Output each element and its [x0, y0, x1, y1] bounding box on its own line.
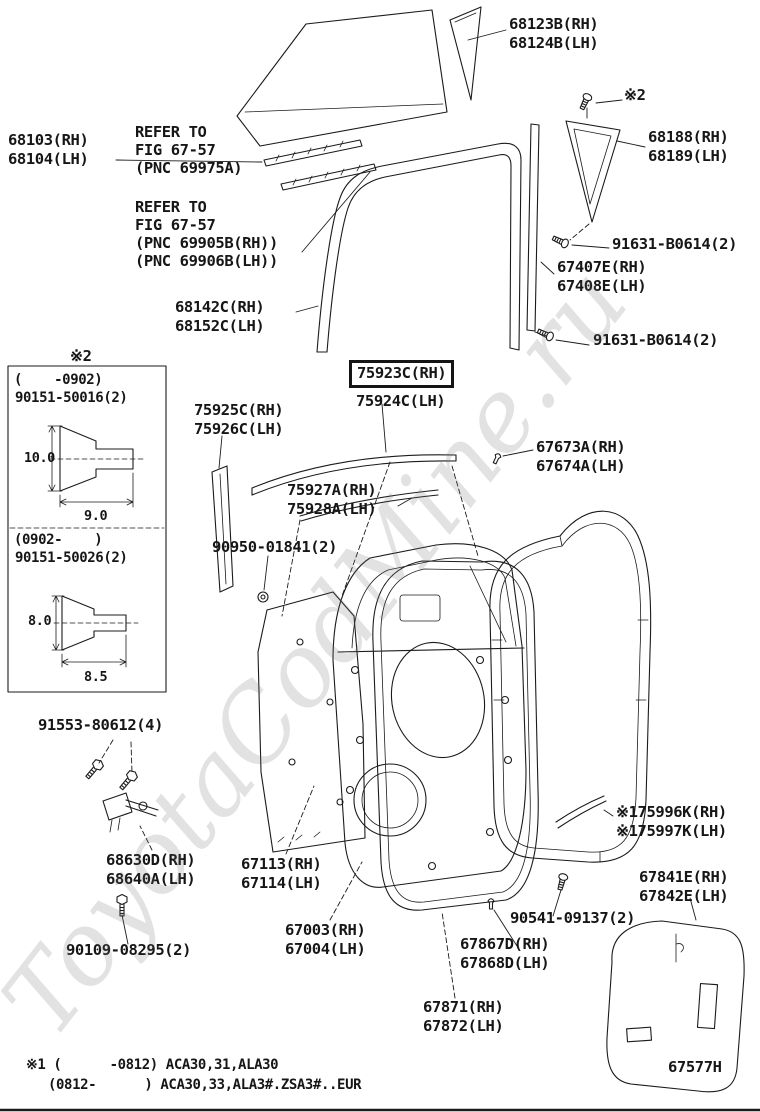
callout-90151-50026[interactable]: 90151-50026(2) [15, 550, 128, 566]
outer-belt-moulding-drawing [211, 454, 457, 593]
inset-box-drawing [7, 365, 167, 693]
refer-note-1-line-2: FIG 67-57 [135, 141, 216, 159]
inset-dim-width-2: 8.5 [84, 669, 108, 685]
vent-frame-drawing [526, 120, 621, 332]
weatherstrip-drawings [372, 510, 652, 911]
callout-75925C[interactable]: 75925C(RH) [194, 401, 284, 419]
callout-67113[interactable]: 67113(RH) [241, 855, 322, 873]
refer-note-2-line-2: FIG 67-57 [135, 216, 216, 234]
callout-90950[interactable]: 90950-01841(2) [212, 538, 338, 556]
callout-67114[interactable]: 67114(LH) [241, 874, 322, 892]
callout-67842E[interactable]: 67842E(LH) [639, 887, 729, 905]
callout-67004[interactable]: 67004(LH) [285, 940, 366, 958]
refer-note-2-line-4: (PNC 69906B(LH)) [135, 252, 278, 270]
callout-67872[interactable]: 67872(LH) [423, 1017, 504, 1035]
callout-91553[interactable]: 91553-80612(4) [38, 716, 164, 734]
callout-67868D[interactable]: 67868D(LH) [460, 954, 550, 972]
refer-note-1-line-3: (PNC 69975A) [135, 159, 243, 177]
glass-run-drawing [316, 142, 522, 353]
quarter-glass-drawing [449, 6, 482, 101]
inset-range-2: (0902- ) [14, 532, 103, 548]
callout-67407E[interactable]: 67407E(RH) [557, 258, 647, 276]
callout-68188[interactable]: 68188(RH) [648, 128, 729, 146]
callout-75924C[interactable]: 75924C(LH) [356, 392, 446, 410]
callout-75928A[interactable]: 75928A(LH) [287, 500, 377, 518]
inset-dim-width-1: 9.0 [84, 508, 108, 524]
callout-68123B[interactable]: 68123B(RH) [509, 15, 599, 33]
callout-90109[interactable]: 90109-08295(2) [66, 941, 192, 959]
belt-moulding-drawings [263, 139, 377, 191]
refer-note-1-line-1: REFER TO [135, 123, 207, 141]
callout-75996K[interactable]: ※175996K(RH) [616, 803, 727, 821]
callout-68189[interactable]: 68189(LH) [648, 147, 729, 165]
door-check-drawing [102, 792, 159, 833]
callout-68142C[interactable]: 68142C(RH) [175, 298, 265, 316]
note2-mark-top: ※2 [624, 86, 646, 104]
inset-dim-height-1: 10.0 [24, 450, 55, 466]
door-glass-drawing [236, 9, 448, 147]
inset-dim-height-2: 8.0 [28, 613, 52, 629]
callout-75927A[interactable]: 75927A(RH) [287, 481, 377, 499]
callout-67673A[interactable]: 67673A(RH) [536, 438, 626, 456]
door-panel-drawing [257, 543, 527, 888]
inset-range-1: ( -0902) [14, 372, 103, 388]
highlighted-callout-text: 75923C(RH) [357, 364, 447, 382]
highlighted-callout-75923C[interactable]: 75923C(RH) [349, 360, 455, 388]
leader-lines [0, 29, 760, 1112]
callout-68152C[interactable]: 68152C(LH) [175, 317, 265, 335]
callout-91631-top[interactable]: 91631-B0614(2) [612, 235, 738, 253]
callout-67871[interactable]: 67871(RH) [423, 998, 504, 1016]
door-trim-drawing [606, 920, 745, 1093]
callout-67841E[interactable]: 67841E(RH) [639, 868, 729, 886]
callout-67408E[interactable]: 67408E(LH) [557, 277, 647, 295]
footer-applicability-line-2: (0812- ) ACA30,33,ALA3#.ZSA3#..EUR [48, 1077, 362, 1093]
footer-applicability-line-1: ※1 ( -0812) ACA30,31,ALA30 [26, 1057, 279, 1073]
callout-68124B[interactable]: 68124B(LH) [509, 34, 599, 52]
callout-68630D[interactable]: 68630D(RH) [106, 851, 196, 869]
callout-68103[interactable]: 68103(RH) [8, 131, 89, 149]
refer-note-2-line-1: REFER TO [135, 198, 207, 216]
callout-90541[interactable]: 90541-09137(2) [510, 909, 636, 927]
callout-91631-bottom[interactable]: 91631-B0614(2) [593, 331, 719, 349]
refer-note-2-line-3: (PNC 69905B(RH)) [135, 234, 278, 252]
callout-90151-50016[interactable]: 90151-50016(2) [15, 390, 128, 406]
diagram-id: 67577H [668, 1058, 722, 1076]
callout-67867D[interactable]: 67867D(RH) [460, 935, 550, 953]
note2-mark-inset: ※2 [70, 347, 92, 365]
callout-75926C[interactable]: 75926C(LH) [194, 420, 284, 438]
callout-75997K[interactable]: ※175997K(LH) [616, 822, 727, 840]
callout-67003[interactable]: 67003(RH) [285, 921, 366, 939]
callout-68104[interactable]: 68104(LH) [8, 150, 89, 168]
callout-67674A[interactable]: 67674A(LH) [536, 457, 626, 475]
callout-68640A[interactable]: 68640A(LH) [106, 870, 196, 888]
